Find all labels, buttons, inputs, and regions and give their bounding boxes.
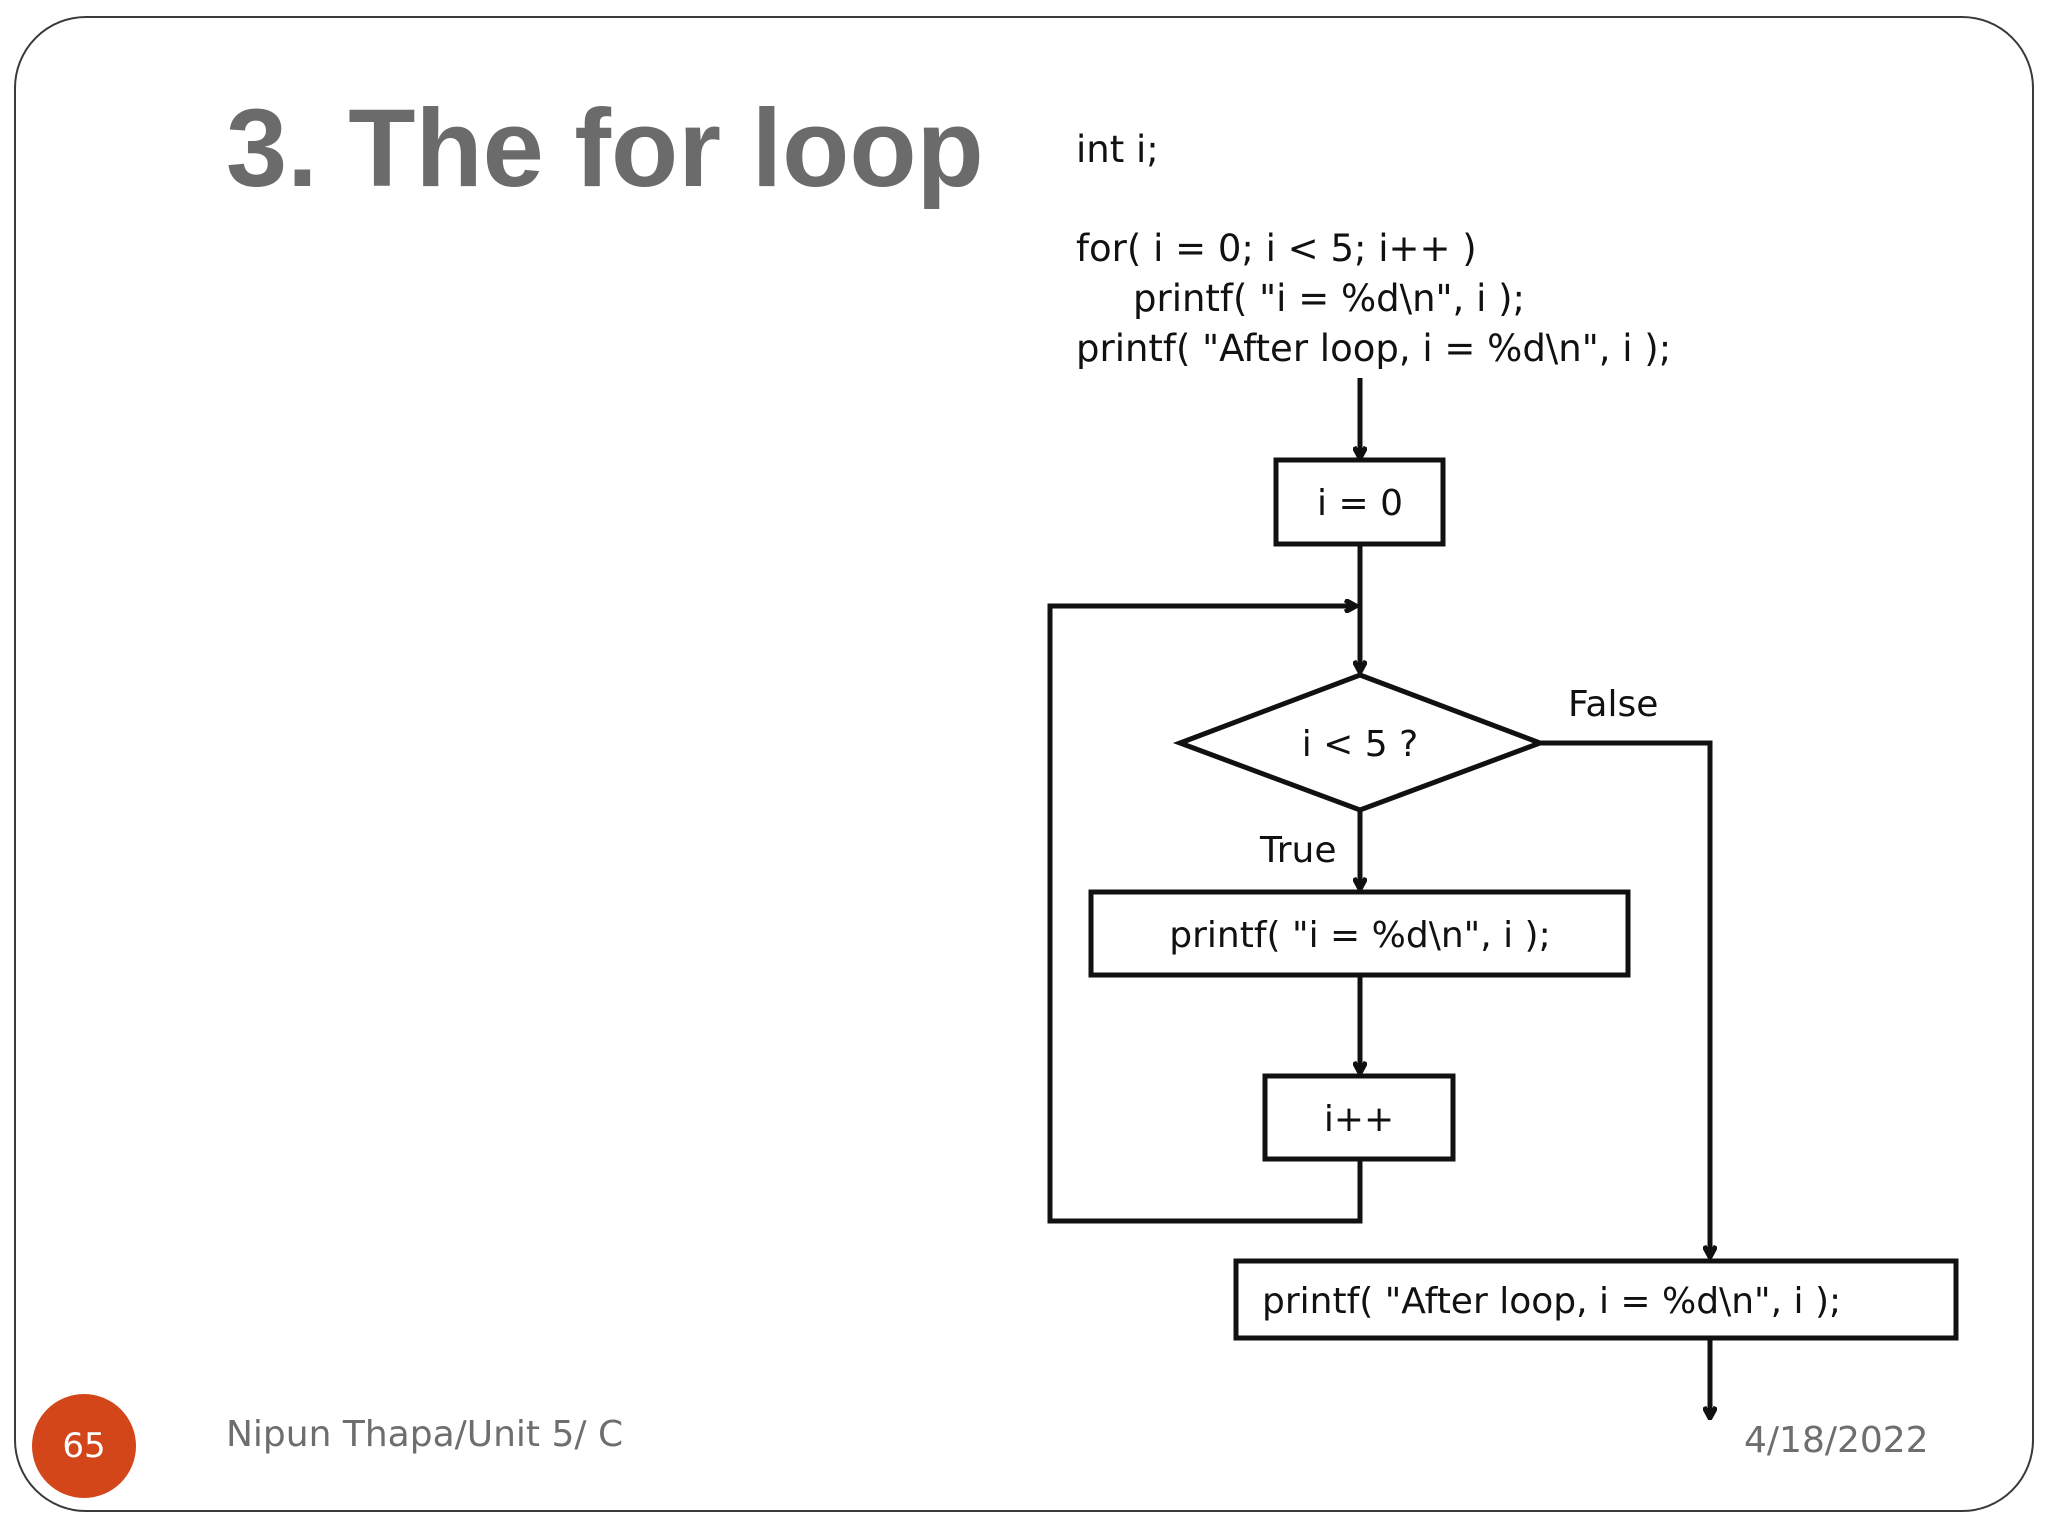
code-line-declaration: int i; — [1076, 128, 1159, 171]
init-label: i = 0 — [1317, 483, 1403, 524]
arrow-false-to-after — [1540, 740, 1710, 1257]
after-box — [1233, 1258, 1959, 1341]
code-line-loop-body: printf( "i = %d\n", i ); — [1133, 277, 1526, 320]
increment-label: i++ — [1324, 1099, 1394, 1140]
footer-author: Nipun Thapa/Unit 5/ C — [226, 1414, 624, 1455]
body-label: printf( "i = %d\n", i ); — [1169, 915, 1550, 956]
condition-label: i < 5 ? — [1302, 724, 1419, 765]
slide-frame — [14, 16, 2034, 1512]
code-line-after: printf( "After loop, i = %d\n", i ); — [1076, 327, 1672, 370]
slide-title: 3. The for loop — [226, 87, 984, 210]
true-label: True — [1259, 830, 1336, 871]
footer-date: 4/18/2022 — [1744, 1420, 1929, 1461]
page-number-badge: 65 — [32, 1394, 136, 1498]
after-label: printf( "After loop, i = %d\n", i ); — [1262, 1281, 1841, 1322]
false-label: False — [1568, 684, 1658, 725]
code-line-for: for( i = 0; i < 5; i++ ) — [1076, 227, 1477, 270]
loop-back-line — [1047, 606, 1363, 1224]
